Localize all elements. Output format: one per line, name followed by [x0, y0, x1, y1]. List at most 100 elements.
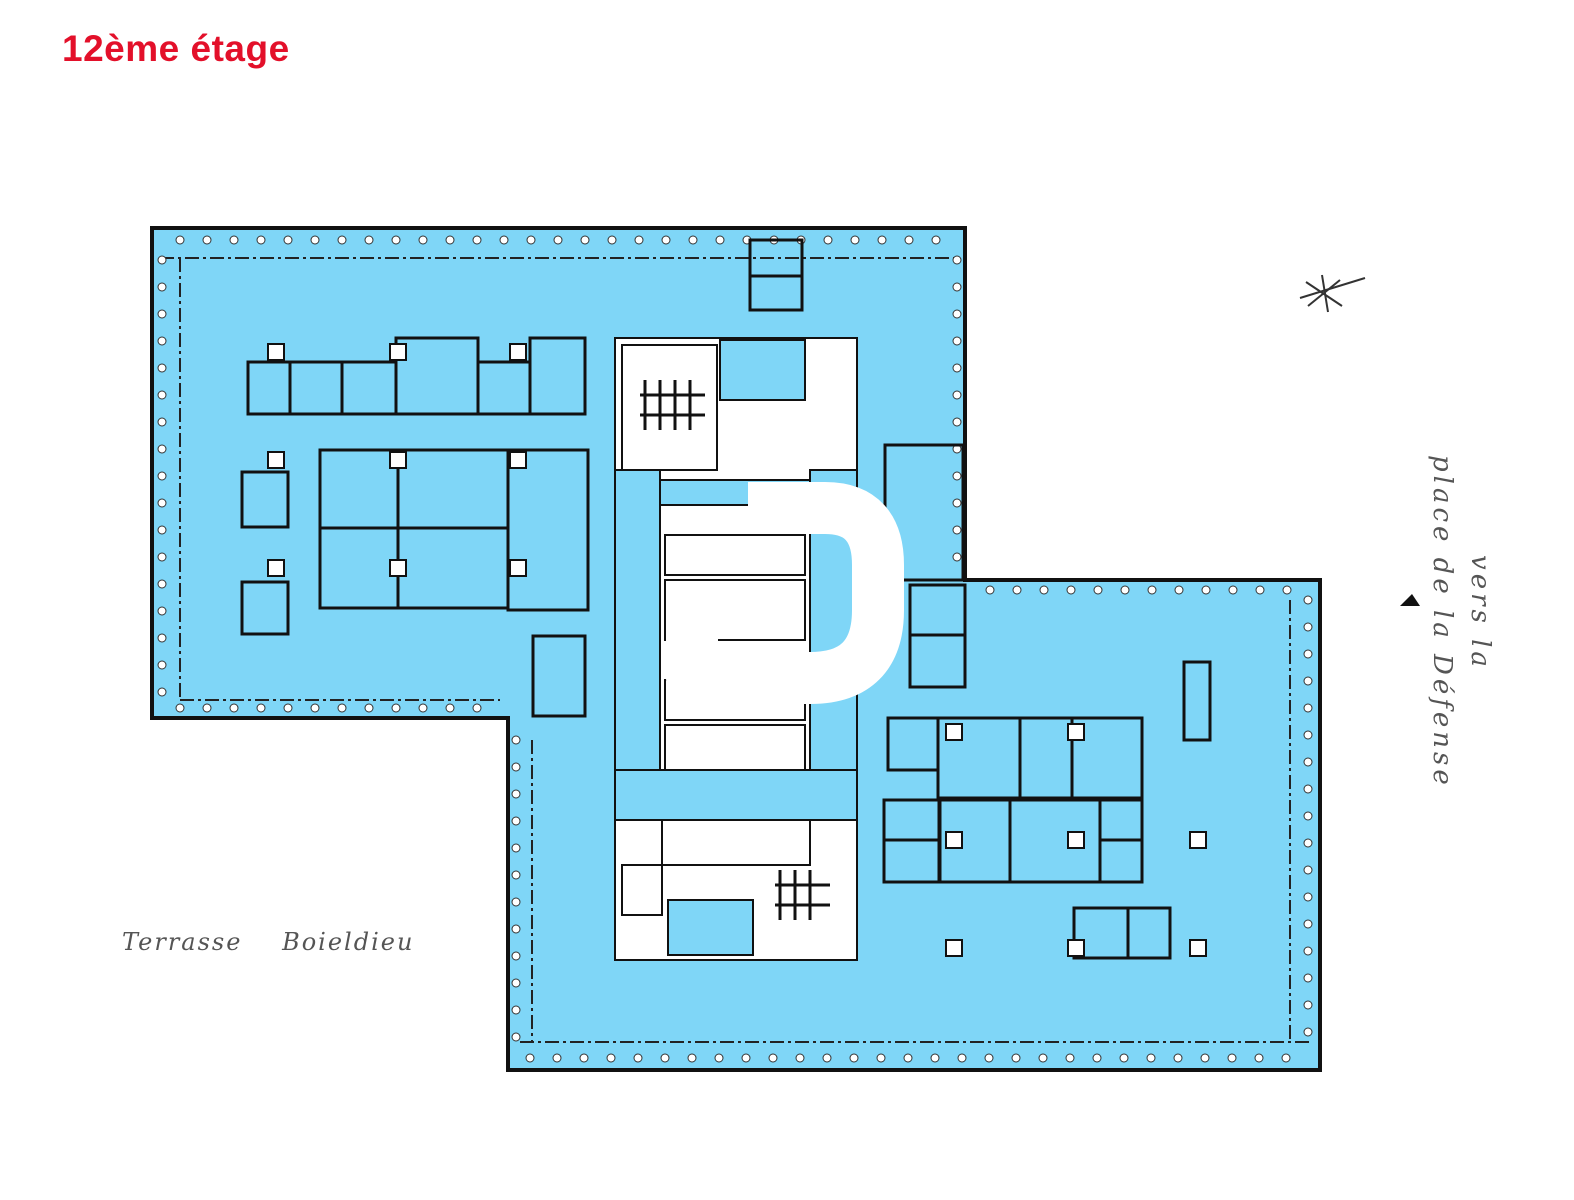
room [528, 336, 587, 416]
pillar [1303, 865, 1313, 875]
pillar [952, 525, 962, 535]
pillar [1303, 1027, 1313, 1037]
structural-column [945, 831, 963, 849]
pillar [511, 924, 521, 934]
pillar [606, 1053, 616, 1063]
pillar [1146, 1053, 1156, 1063]
pillar [687, 1053, 697, 1063]
rooms [240, 238, 1212, 960]
pillar [985, 585, 995, 595]
pillar [1255, 585, 1265, 595]
room [531, 634, 587, 718]
pillar [552, 1053, 562, 1063]
pillar [229, 703, 239, 713]
pillar [1066, 585, 1076, 595]
direction-arrow-icon [1400, 594, 1420, 606]
room [1182, 660, 1212, 742]
pillar [1012, 585, 1022, 595]
pillar [849, 1053, 859, 1063]
pillar [418, 703, 428, 713]
pillar [472, 703, 482, 713]
pillar [157, 552, 167, 562]
pillar [984, 1053, 994, 1063]
room [240, 580, 290, 636]
pillar [661, 235, 671, 245]
pillar [876, 1053, 886, 1063]
pillar [1281, 1053, 1291, 1063]
terrace-label-1: Terrasse [122, 928, 242, 956]
pillar [1201, 585, 1211, 595]
structural-column [509, 451, 527, 469]
structural-column [1067, 939, 1085, 957]
pillar [952, 498, 962, 508]
pillar [952, 471, 962, 481]
pillar [157, 444, 167, 454]
pillar [337, 703, 347, 713]
structural-column [267, 451, 285, 469]
pillar [1303, 811, 1313, 821]
pillar [768, 1053, 778, 1063]
structural-column [1067, 831, 1085, 849]
pillar [157, 336, 167, 346]
pillar [157, 687, 167, 697]
pillar [1303, 676, 1313, 686]
pillar [511, 843, 521, 853]
pillar [256, 703, 266, 713]
structural-column [389, 451, 407, 469]
pillar [157, 606, 167, 616]
pillar [511, 978, 521, 988]
pillar [952, 282, 962, 292]
pillar [202, 235, 212, 245]
structural-column [945, 939, 963, 957]
pillar [1303, 595, 1313, 605]
brand-logo-watermark [666, 482, 904, 704]
pillar [660, 1053, 670, 1063]
pillar [1093, 585, 1103, 595]
pillar [1303, 919, 1313, 929]
pillar [952, 255, 962, 265]
room [908, 633, 967, 689]
structural-column [1189, 939, 1207, 957]
pillar [511, 1005, 521, 1015]
pillar [175, 235, 185, 245]
floor-title: 12ème étage [62, 28, 290, 69]
pillar [157, 579, 167, 589]
pillar [256, 235, 266, 245]
pillar [445, 703, 455, 713]
pillar [526, 235, 536, 245]
pillar [391, 703, 401, 713]
pillar [1038, 1053, 1048, 1063]
pillar [952, 552, 962, 562]
pillar [175, 703, 185, 713]
pillar [1303, 730, 1313, 740]
structural-column [389, 343, 407, 361]
pillar [952, 363, 962, 373]
pillar [511, 897, 521, 907]
pillar [1303, 946, 1313, 956]
pillar [715, 235, 725, 245]
pillar [607, 235, 617, 245]
pillar [850, 235, 860, 245]
pillar [157, 660, 167, 670]
pillar [511, 870, 521, 880]
structural-column [509, 343, 527, 361]
pillar [903, 1053, 913, 1063]
pillar [1147, 585, 1157, 595]
pillar [952, 309, 962, 319]
pillar [957, 1053, 967, 1063]
direction-label-line2: place de la Défense [1427, 455, 1457, 789]
pillar [1120, 585, 1130, 595]
pillar [580, 235, 590, 245]
room [1070, 716, 1144, 800]
pillar [1303, 784, 1313, 794]
pillar [1303, 622, 1313, 632]
facade-pillars [157, 235, 1313, 1063]
pillar [633, 1053, 643, 1063]
pillar [1227, 1053, 1237, 1063]
pillar [418, 235, 428, 245]
pillar [1282, 585, 1292, 595]
pillar [1065, 1053, 1075, 1063]
pillar [157, 390, 167, 400]
pillar [1228, 585, 1238, 595]
pillar [157, 525, 167, 535]
